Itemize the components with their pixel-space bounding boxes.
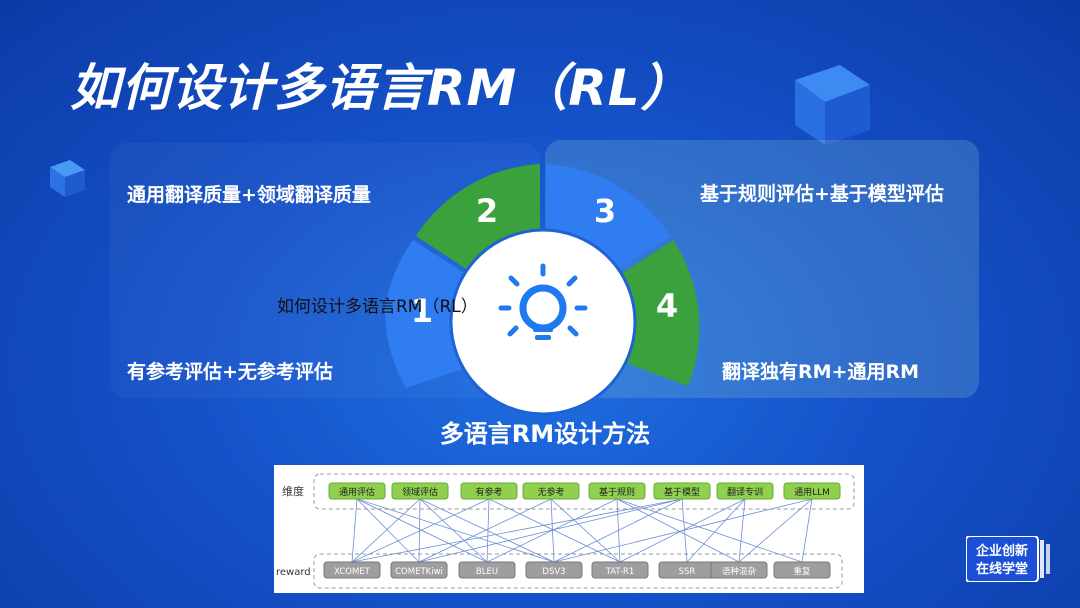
connector-line	[553, 498, 683, 563]
label-bottom-left: 有参考评估+无参考评估	[127, 361, 333, 383]
wheel-overlay-text: 如何设计多语言RM（RL）	[277, 297, 478, 317]
dimension-box	[653, 482, 711, 500]
reward-box	[458, 561, 516, 579]
reward-diagram: 维度 reward 通用评估 领域评估 有参考 无参考 基于规则 基于模型 翻译专训 通用LL…	[274, 465, 864, 593]
connector-line	[351, 498, 421, 563]
badge-line1: 企业创新	[975, 543, 1028, 559]
reward-boxes: XCOMET COMETKiwi BLEU DSV3 TAT-R1 SSR 语种混杂 重复	[323, 561, 831, 579]
reward-label: 语种混杂	[722, 566, 757, 577]
connection-lines	[351, 498, 813, 563]
reward-label: 重复	[793, 566, 811, 577]
dimension-label: 通用评估	[339, 486, 375, 498]
reward-label: SSR	[679, 567, 696, 577]
connector-line	[550, 498, 621, 563]
segment-label-3: 3	[594, 192, 616, 230]
reward-box	[525, 561, 583, 579]
dimension-box	[328, 482, 386, 500]
dimension-box	[522, 482, 580, 500]
connector-line	[418, 498, 683, 563]
connector-line	[616, 498, 740, 563]
connector-line	[553, 498, 813, 563]
dimension-row-label: 维度	[282, 484, 304, 498]
connector-line	[356, 498, 488, 563]
dimension-label: 基于规则	[599, 486, 635, 498]
connector-line	[419, 498, 555, 563]
connector-line	[419, 498, 488, 563]
reward-label: TAT-R1	[605, 567, 634, 577]
connector-line	[488, 498, 621, 563]
logo-badge: 企业创新 在线学堂	[966, 536, 1050, 582]
dimension-box	[783, 482, 841, 500]
connector-line	[351, 498, 683, 563]
connector-line	[801, 498, 813, 563]
connector-line	[418, 498, 552, 563]
reward-box	[710, 561, 768, 579]
connector-line	[616, 498, 803, 563]
dimension-label: 有参考	[475, 486, 502, 498]
connector-line	[351, 498, 358, 563]
reward-box	[323, 561, 381, 579]
dimension-box	[391, 482, 449, 500]
connector-line	[738, 498, 746, 563]
segment-label-2: 2	[476, 192, 498, 230]
label-top-left: 通用翻译质量+领域翻译质量	[127, 184, 371, 206]
page-title: 如何设计多语言RM（RL）	[70, 59, 692, 117]
dimension-box	[716, 482, 774, 500]
dimension-boxes: 通用评估 领域评估 有参考 无参考 基于规则 基于模型 翻译专训 通用LLM	[328, 482, 841, 500]
dimension-box	[588, 482, 646, 500]
segment-label-1: 1	[411, 292, 433, 330]
connector-line	[356, 498, 555, 563]
lightbulb-icon	[498, 263, 588, 340]
dimension-label: 基于模型	[664, 486, 700, 498]
reward-box	[591, 561, 649, 579]
connector-line	[486, 498, 490, 563]
decorative-cube-small	[50, 160, 85, 197]
connector-line	[351, 498, 490, 563]
decorative-cube	[795, 65, 870, 145]
wheel-caption: 多语言RM设计方法	[439, 420, 651, 448]
label-bottom-right: 翻译独有RM+通用RM	[722, 361, 919, 383]
connector-line	[418, 498, 421, 563]
dimension-label: 无参考	[537, 486, 564, 498]
reward-label: XCOMET	[334, 567, 371, 577]
dimension-label: 翻译专训	[727, 486, 763, 498]
reward-label: COMETKiwi	[395, 567, 443, 577]
dimension-label: 通用LLM	[794, 487, 830, 498]
reward-box	[390, 561, 448, 579]
segment-label-4: 4	[656, 287, 678, 325]
badge-line2: 在线学堂	[976, 561, 1028, 577]
dimension-label: 领域评估	[402, 486, 438, 498]
connector-line	[686, 498, 746, 563]
reward-row-label: reward	[276, 567, 311, 578]
reward-label: BLEU	[476, 567, 498, 577]
method-wheel: 1 2 3 4	[384, 164, 700, 416]
reward-box	[773, 561, 831, 579]
dimension-box	[460, 482, 518, 500]
label-top-right: 基于规则评估+基于模型评估	[700, 183, 944, 205]
connector-line	[738, 498, 813, 563]
reward-label: DSV3	[542, 567, 565, 577]
